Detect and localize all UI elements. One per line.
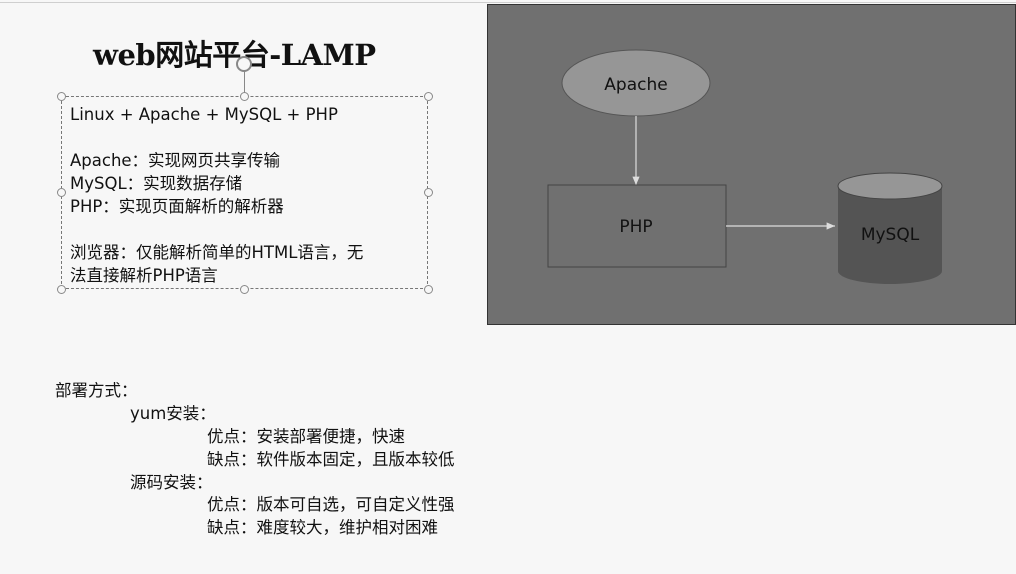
slide-top-border xyxy=(0,2,1016,3)
diagram-panel[interactable]: Apache PHP MySQL xyxy=(487,4,1016,325)
apache-label: Apache xyxy=(604,75,667,95)
mysql-node[interactable] xyxy=(837,172,943,284)
mysql-label: MySQL xyxy=(861,225,920,245)
resize-handle-se[interactable] xyxy=(424,285,433,294)
source-pro[interactable]: 优点：版本可自选，可自定义性强 xyxy=(207,495,455,514)
deploy-method-yum[interactable]: yum安装： xyxy=(130,404,216,423)
yum-con[interactable]: 缺点：软件版本固定，且版本较低 xyxy=(207,450,455,469)
php-node[interactable] xyxy=(547,184,727,268)
resize-handle-e[interactable] xyxy=(424,188,433,197)
resize-handle-sw[interactable] xyxy=(57,285,66,294)
slide-title[interactable]: web网站平台-LAMP xyxy=(93,38,376,72)
resize-handle-n[interactable] xyxy=(240,92,249,101)
resize-handle-w[interactable] xyxy=(57,188,66,197)
textbox-content[interactable]: Linux + Apache + MySQL + PHP Apache：实现网页… xyxy=(70,105,364,285)
deploy-method-source[interactable]: 源码安装： xyxy=(130,473,213,492)
php-label: PHP xyxy=(619,217,652,237)
source-con[interactable]: 缺点：难度较大，维护相对困难 xyxy=(207,518,438,537)
resize-handle-nw[interactable] xyxy=(57,92,66,101)
resize-handle-ne[interactable] xyxy=(424,92,433,101)
lamp-diagram: Apache PHP MySQL xyxy=(547,49,943,284)
yum-pro[interactable]: 优点：安装部署便捷，快速 xyxy=(207,427,405,446)
rotate-handle-icon[interactable] xyxy=(236,56,252,72)
deploy-heading[interactable]: 部署方式： xyxy=(55,381,138,400)
rotation-handle-line xyxy=(244,70,245,96)
resize-handle-s[interactable] xyxy=(240,285,249,294)
